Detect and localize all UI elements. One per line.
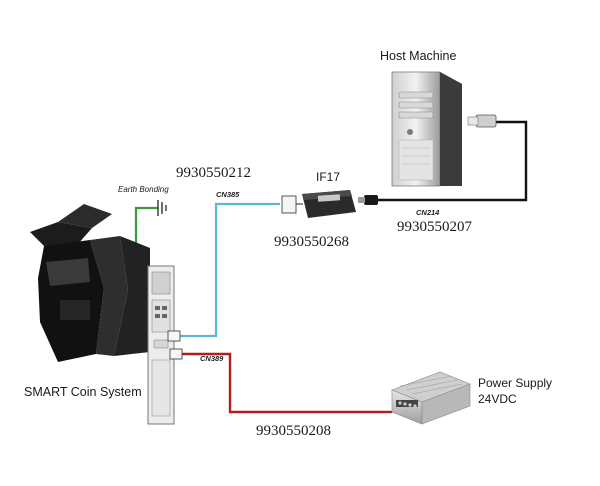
power-supply-icon xyxy=(391,371,471,425)
host-machine-icon xyxy=(391,71,462,187)
red-power-cable xyxy=(182,352,392,414)
power-supply-voltage-label: 24VDC xyxy=(478,392,517,406)
cn389-label: CN389 xyxy=(200,354,224,363)
cn385-label: CN385 xyxy=(216,190,240,199)
power-supply-label: Power Supply xyxy=(478,376,553,390)
blue-cable-part-number: 9930550212 xyxy=(176,165,251,181)
cn214-label: CN214 xyxy=(416,208,440,217)
if17-part-number: 9930550268 xyxy=(274,234,349,250)
if17-label: IF17 xyxy=(316,170,341,184)
usb-cable xyxy=(358,114,528,205)
blue-data-cable xyxy=(180,202,280,338)
host-machine-label: Host Machine xyxy=(380,49,457,63)
smart-coin-system-label: SMART Coin System xyxy=(24,385,142,399)
usb-cable-part-number: 9930550207 xyxy=(397,219,472,235)
smart-coin-system-icon xyxy=(30,204,183,425)
earth-bonding-label: Earth Bonding xyxy=(118,185,169,194)
if17-module-icon xyxy=(281,190,356,218)
power-cable-part-number: 9930550208 xyxy=(256,423,331,439)
